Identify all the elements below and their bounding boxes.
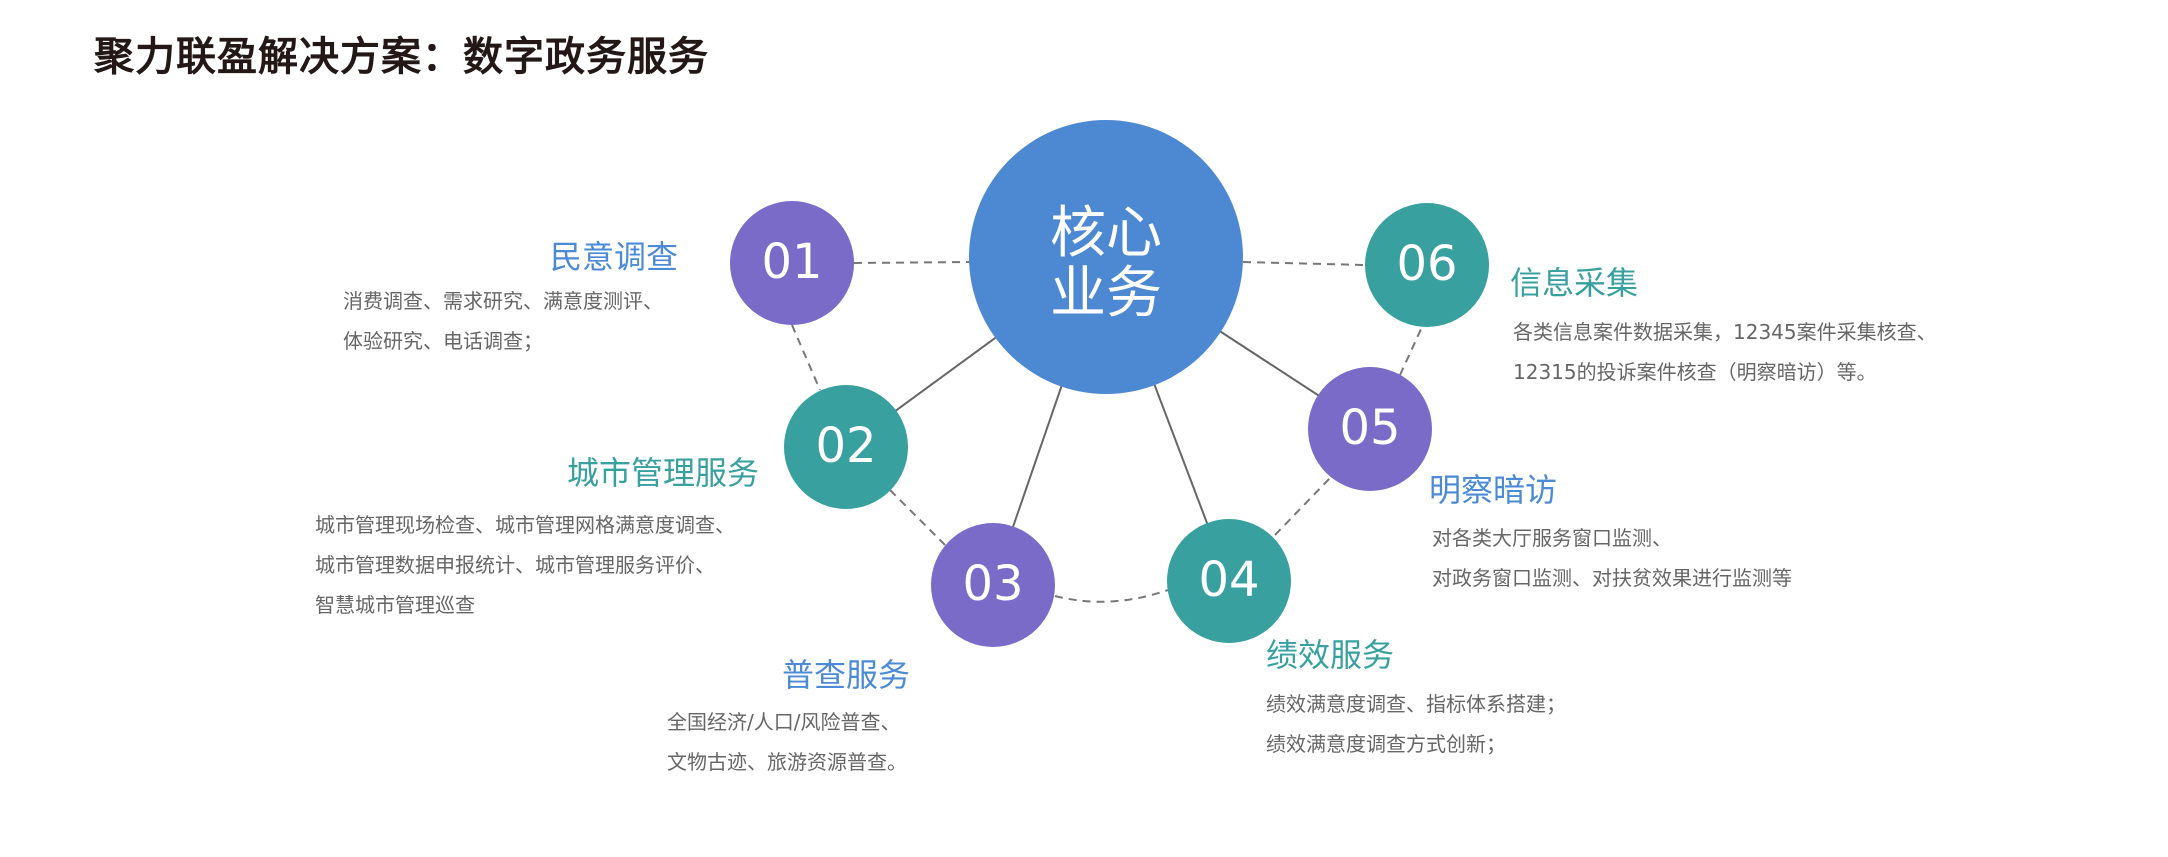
node-06	[1365, 203, 1489, 327]
desc-line: 城市管理现场检查、城市管理网格满意度调查、	[315, 513, 735, 537]
node-02-desc: 城市管理现场检查、城市管理网格满意度调查、 城市管理数据申报统计、城市管理服务评…	[315, 505, 735, 625]
desc-line: 文物古迹、旅游资源普查。	[667, 750, 907, 774]
dashed-05-06	[1399, 326, 1423, 376]
node-05	[1308, 367, 1432, 491]
center-label-line2: 业务	[1050, 261, 1162, 326]
node-01-title: 民意调查	[549, 238, 678, 276]
node-03-title: 普查服务	[781, 656, 910, 694]
node-04-number: 04	[1198, 552, 1259, 608]
desc-line: 12315的投诉案件核查（明察暗访）等。	[1513, 360, 1877, 384]
center-circle	[969, 120, 1243, 394]
desc-line: 绩效满意度调查、指标体系搭建；	[1266, 692, 1566, 716]
desc-line: 智慧城市管理巡查	[315, 593, 475, 617]
desc-line: 对各类大厅服务窗口监测、	[1432, 526, 1672, 550]
node-04-desc: 绩效满意度调查、指标体系搭建； 绩效满意度调查方式创新；	[1266, 684, 1566, 764]
page-title: 聚力联盈解决方案：数字政务服务	[94, 34, 709, 80]
desc-line: 对政务窗口监测、对扶贫效果进行监测等	[1432, 566, 1792, 590]
node-04-title: 绩效服务	[1266, 636, 1395, 674]
dashed-center-06	[1242, 261, 1366, 266]
desc-line: 城市管理数据申报统计、城市管理服务评价、	[315, 553, 715, 577]
node-05-title: 明察暗访	[1429, 471, 1558, 509]
dashed-04-05	[1274, 477, 1331, 536]
desc-line: 体验研究、电话调查；	[343, 329, 543, 353]
node-06-title: 信息采集	[1510, 264, 1639, 302]
dashed-01-02	[791, 324, 821, 391]
node-01-number: 01	[761, 234, 822, 290]
node-06-desc: 各类信息案件数据采集，12345案件采集核查、 12315的投诉案件核查（明察暗…	[1513, 312, 1937, 392]
node-06-number: 06	[1396, 236, 1457, 292]
dashed-02-03	[889, 489, 946, 546]
desc-line: 绩效满意度调查方式创新；	[1266, 732, 1506, 756]
center-label-line1: 核心	[1050, 201, 1162, 266]
node-03-number: 03	[962, 556, 1023, 612]
node-03	[931, 523, 1055, 647]
node-05-desc: 对各类大厅服务窗口监测、 对政务窗口监测、对扶贫效果进行监测等	[1432, 518, 1792, 598]
node-01-desc: 消费调查、需求研究、满意度测评、 体验研究、电话调查；	[343, 281, 663, 361]
dashed-01-center	[853, 261, 971, 264]
dashed-03-04	[1054, 589, 1169, 603]
node-02	[784, 385, 908, 509]
node-04	[1167, 519, 1291, 643]
node-03-desc: 全国经济/人口/风险普查、 文物古迹、旅游资源普查。	[667, 702, 907, 782]
desc-line: 消费调查、需求研究、满意度测评、	[343, 289, 663, 313]
node-02-number: 02	[815, 418, 876, 474]
desc-line: 全国经济/人口/风险普查、	[667, 710, 901, 734]
node-02-title: 城市管理服务	[566, 454, 759, 492]
node-01	[730, 201, 854, 325]
node-05-number: 05	[1339, 400, 1400, 456]
desc-line: 各类信息案件数据采集，12345案件采集核查、	[1513, 320, 1937, 344]
